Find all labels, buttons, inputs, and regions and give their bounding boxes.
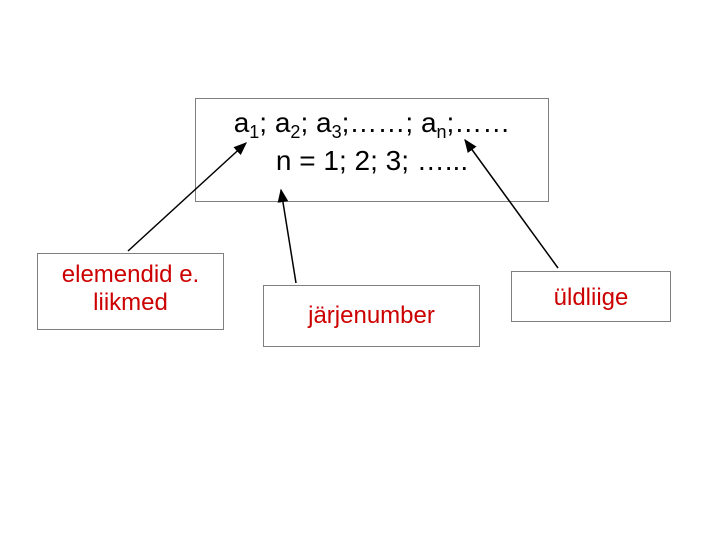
term-an: an — [420, 107, 447, 142]
elements-label-line-2: liikmed — [93, 289, 168, 316]
sequence-terms: a1; a2; a3;……; an;…… — [233, 107, 511, 142]
index-definition: n = 1; 2; 3; …... — [275, 145, 469, 176]
index-label: järjenumber — [308, 302, 435, 329]
term-a3: a3 — [316, 107, 342, 142]
general-term-label-box: üldliige — [511, 271, 671, 322]
elements-label-line-1: elemendid e. — [61, 261, 200, 288]
index-label-box: järjenumber — [263, 285, 480, 347]
arrow-to-an — [464, 138, 559, 269]
arrow-to-index — [277, 188, 297, 284]
sequence-box: a1; a2; a3;……; an;…… n = 1; 2; 3; …... — [195, 98, 549, 202]
arrow-to-a1 — [127, 142, 247, 252]
term-a1: a1 — [233, 107, 260, 142]
general-term-label: üldliige — [553, 284, 629, 311]
elements-label-box: elemendid e. liikmed — [37, 253, 224, 330]
term-a2: a2 — [274, 107, 301, 142]
